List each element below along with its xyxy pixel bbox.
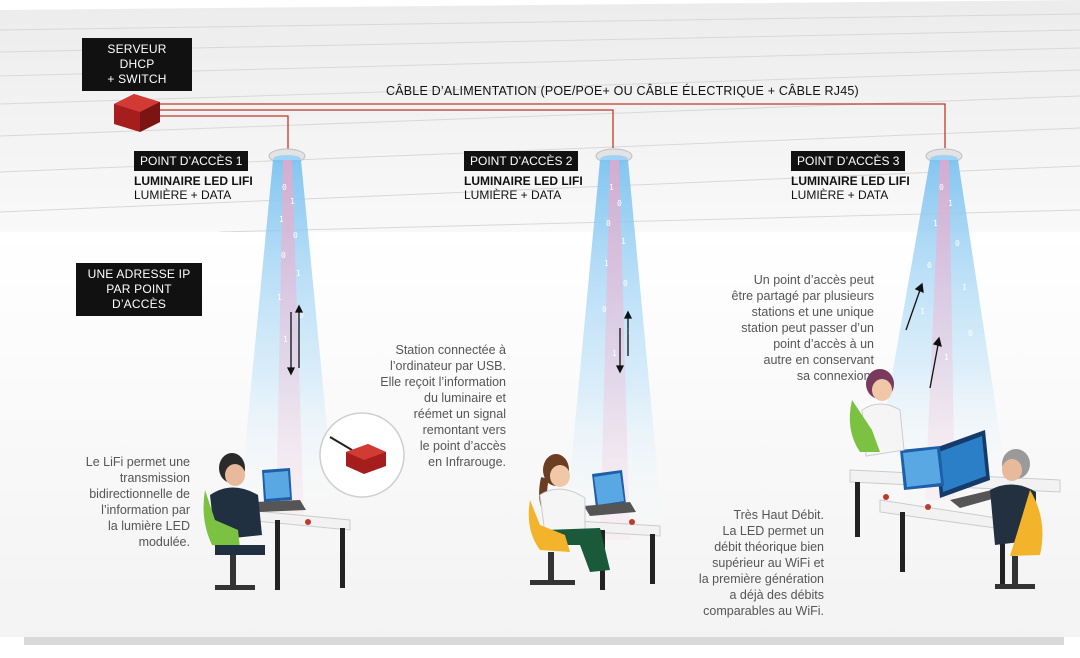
svg-text:0: 0 [602, 305, 607, 314]
access-point-3-subtitle: LUMIÈRE + DATA [791, 188, 889, 202]
access-point-3-tag: POINT D’ACCÈS 3 [791, 151, 906, 171]
svg-text:0: 0 [623, 279, 628, 288]
svg-text:0: 0 [293, 231, 298, 240]
svg-text:1: 1 [290, 197, 295, 206]
access-point-1-tag: POINT D’ACCÈS 1 [134, 151, 249, 171]
cable-label: CÂBLE D’ALIMENTATION (POE/POE+ OU CÂBLE … [386, 84, 859, 98]
access-point-3-title: LUMINAIRE LED LIFI [791, 174, 910, 188]
svg-text:1: 1 [283, 335, 288, 344]
usb-station-zoom [319, 412, 405, 498]
svg-text:0: 0 [282, 183, 287, 192]
svg-text:0: 0 [927, 261, 932, 270]
server-switch-device [114, 94, 160, 132]
svg-text:1: 1 [962, 283, 967, 292]
svg-text:1: 1 [948, 199, 953, 208]
light-beam-1 [238, 160, 336, 520]
svg-text:1: 1 [609, 183, 614, 192]
svg-text:0: 0 [939, 183, 944, 192]
workstation-3 [849, 369, 1061, 589]
svg-text:1: 1 [604, 259, 609, 268]
light-beam-3 [870, 160, 1010, 500]
floor-edge [24, 637, 1064, 645]
light-beam-2 [564, 160, 664, 540]
workstation-1 [203, 453, 351, 590]
svg-text:0: 0 [955, 239, 960, 248]
svg-text:1: 1 [296, 269, 301, 278]
note-sharing: Un point d’accès peut être partagé par p… [731, 273, 874, 383]
svg-text:0: 0 [606, 219, 611, 228]
svg-text:1: 1 [279, 215, 284, 224]
svg-text:1: 1 [933, 219, 938, 228]
svg-text:1: 1 [920, 307, 925, 316]
ceiling-lines [0, 13, 1080, 233]
ip-address-label: UNE ADRESSE IP PAR POINT D’ACCÈS [76, 263, 202, 316]
beam-binary-data: 011 001 101 100 110 011 011 001 101 [277, 183, 973, 362]
note-bidirectional: Le LiFi permet une transmission bidirect… [85, 455, 190, 549]
access-point-1-title: LUMINAIRE LED LIFI [134, 174, 253, 188]
access-point-2-tag: POINT D’ACCÈS 2 [464, 151, 579, 171]
svg-text:1: 1 [612, 349, 617, 358]
svg-text:0: 0 [281, 251, 286, 260]
access-point-2-subtitle: LUMIÈRE + DATA [464, 188, 562, 202]
svg-text:1: 1 [944, 353, 949, 362]
svg-text:0: 0 [299, 311, 304, 320]
access-point-1-subtitle: LUMIÈRE + DATA [134, 188, 232, 202]
server-label: SERVEUR DHCP + SWITCH [82, 38, 192, 91]
svg-text:0: 0 [617, 199, 622, 208]
access-point-2-title: LUMINAIRE LED LIFI [464, 174, 583, 188]
power-cables [160, 103, 946, 150]
workstation-2 [528, 454, 661, 590]
svg-text:1: 1 [621, 237, 626, 246]
bidirectional-arrows [286, 282, 942, 389]
svg-text:1: 1 [277, 293, 282, 302]
note-speed: Très Haut Débit. La LED permet un débit … [698, 508, 824, 618]
svg-text:0: 0 [968, 329, 973, 338]
note-station: Station connectée à l’ordinateur par USB… [380, 343, 506, 469]
